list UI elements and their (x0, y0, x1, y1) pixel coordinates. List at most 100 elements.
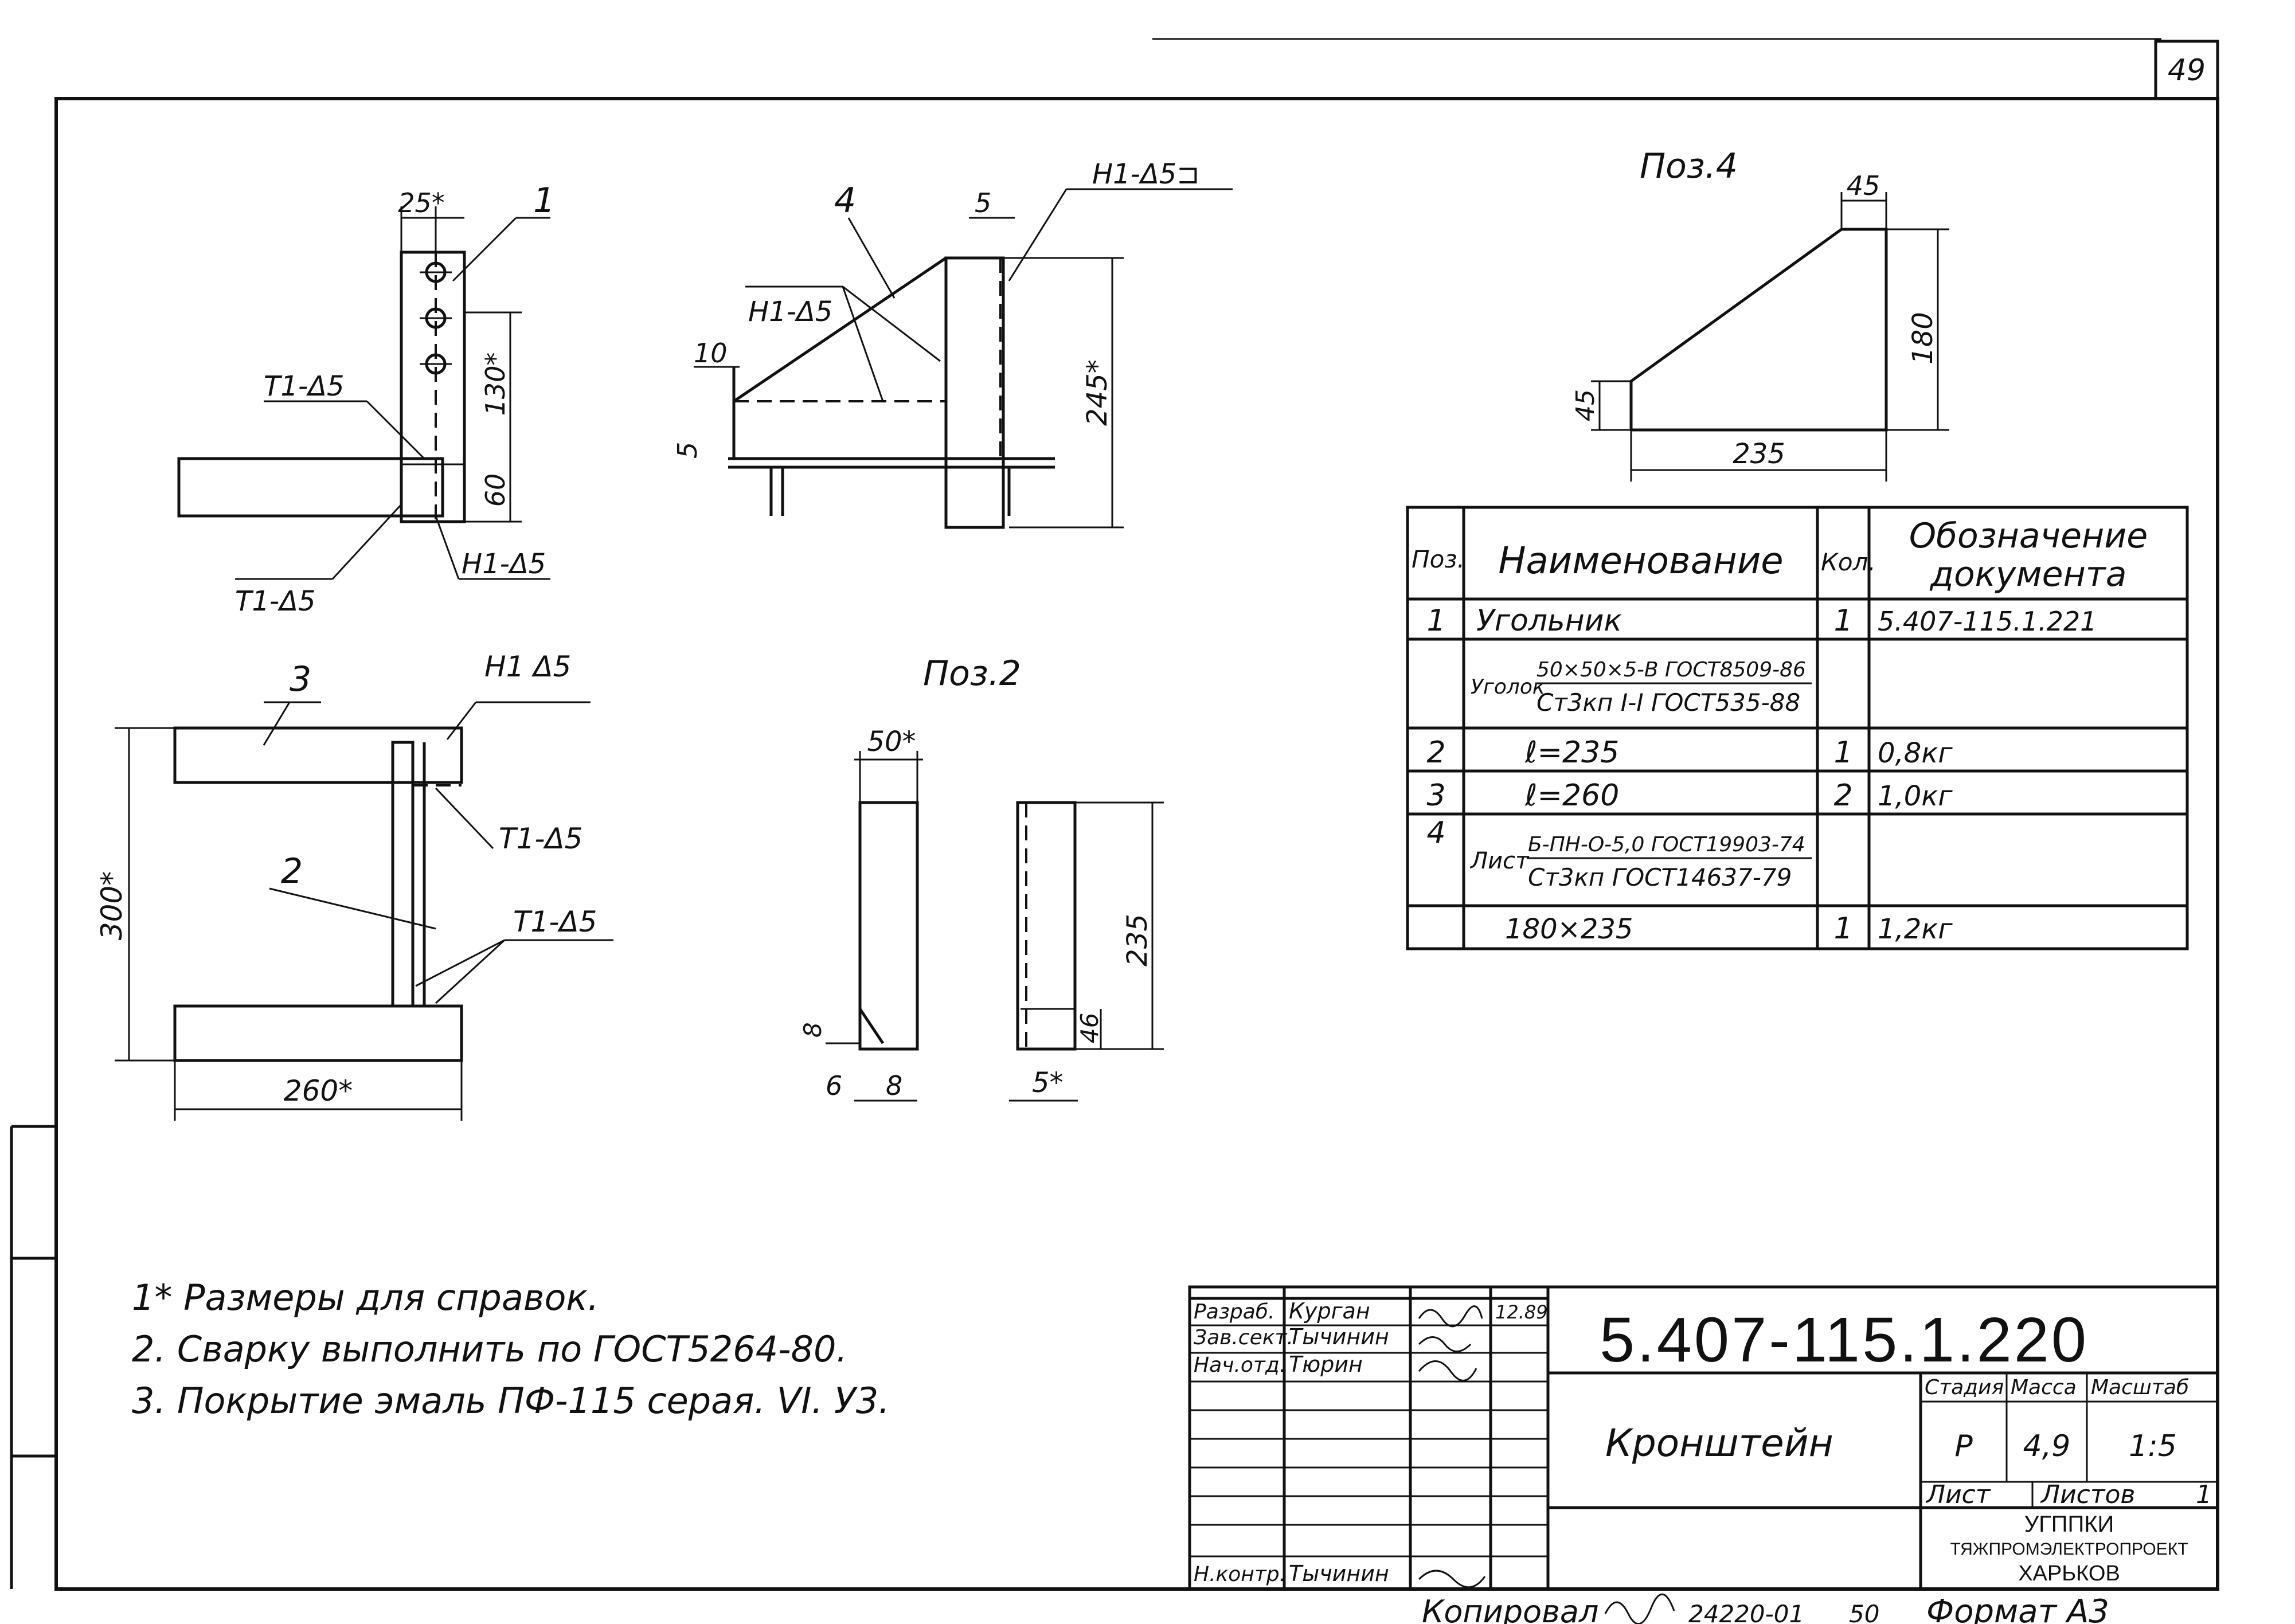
main-frame (54, 97, 2219, 1591)
dim-8b: 8 (886, 1070, 902, 1101)
tb-sheets: 1 (2196, 1480, 2212, 1509)
bom-header-name: Наименование (1498, 540, 1783, 582)
bom-header-pos: Поз. (1412, 545, 1465, 573)
dim-25: 25* (398, 187, 445, 218)
leader (331, 503, 402, 580)
leader (847, 217, 896, 299)
bom-row5-line2: Ст3кп ГОСТ14637-79 (1528, 863, 1792, 891)
pos2-plate-side (858, 801, 919, 1051)
pos2-plate-front (1016, 801, 1077, 1051)
signature-2 (1418, 1336, 1472, 1352)
drawing-number: 5.407-115.1.220 (1600, 1305, 2089, 1375)
bom-header-doc-1: Обозначение (1909, 516, 2148, 556)
dim-245: 245* (1081, 359, 1113, 426)
gusset-edge (733, 256, 947, 403)
view-assembly-front: 245* 5 10 5 4 Н1-Δ5 Н1-Δ5⊐ (672, 158, 1233, 529)
footer-order: 24220-01 (1688, 1600, 1804, 1624)
p4-dim-235: 235 (1733, 438, 1785, 470)
tb-name-1: Курган (1289, 1298, 1370, 1324)
bom-row3-doc: 0,8кг (1878, 737, 1953, 769)
bom-row6-doc: 1,2кг (1878, 913, 1953, 945)
tb-org-1: УГППКИ (2024, 1512, 2114, 1537)
bom-row1-doc: 5.407-115.1.221 (1878, 606, 2097, 637)
signature-3 (1418, 1360, 1477, 1382)
weld-t1-label-3: Т1-Δ5 (499, 822, 582, 855)
dim-60: 60 (480, 473, 511, 507)
tb-org-3: ХАРЬКОВ (2018, 1562, 2120, 1586)
tb-role-1: Разраб. (1194, 1300, 1274, 1324)
note-3: 3. Покрытие эмаль ПФ-115 серая. VI. У3. (132, 1380, 890, 1422)
dim-5-left: 5 (672, 442, 703, 459)
tb-stage: Р (1954, 1429, 1973, 1463)
signature-4 (1418, 1570, 1486, 1588)
leader (435, 515, 460, 580)
dim-6: 6 (826, 1070, 842, 1101)
leader (435, 787, 494, 850)
note-1: 1* Размеры для справок. (132, 1277, 599, 1318)
dim-8: 8 (799, 1022, 827, 1038)
leader (842, 286, 884, 402)
bom-row2-line1: 50×50×5-В ГОСТ8509-86 (1536, 658, 1806, 682)
pos-1-label: 1 (533, 181, 555, 221)
gusset-outline (1629, 228, 1888, 432)
angle-plate (400, 251, 466, 523)
bom-row5-line1: Б-ПН-О-5,0 ГОСТ19903-74 (1528, 833, 1805, 856)
leader (435, 939, 506, 1004)
tb-sheets-label: Листов (2040, 1480, 2135, 1509)
tb-role-3: Нач.отд. (1194, 1353, 1286, 1377)
weld-t1-label: Т1-Δ5 (264, 370, 345, 402)
pos4-title: Поз.4 (1640, 146, 1738, 186)
pos-3-label: 3 (290, 659, 311, 699)
weld-t1-label-4: Т1-Δ5 (513, 905, 597, 938)
angle-section (944, 256, 1005, 529)
leader (269, 887, 436, 930)
note-2: 2. Сварку выполнить по ГОСТ5264-80. (132, 1328, 847, 1370)
weld-t1-label-2: Т1-Δ5 (235, 585, 316, 617)
tb-role-2: Зав.сект. (1194, 1326, 1293, 1349)
bom-row4-qty: 2 (1833, 778, 1852, 813)
pos3-lower (173, 1004, 463, 1062)
tb-scale-label: Масштаб (2091, 1376, 2189, 1399)
footer-copied: Копировал (1422, 1594, 1599, 1624)
bom-row6-qty: 1 (1833, 911, 1852, 946)
dim-130: 130* (480, 353, 511, 416)
notes: 1* Размеры для справок. 2. Сварку выполн… (132, 1277, 890, 1422)
p4-dim-45-top: 45 (1847, 170, 1880, 201)
bom-row4-name: ℓ=260 (1524, 778, 1619, 813)
dim-5-star: 5* (1032, 1067, 1064, 1099)
footer-format: Формат А3 (1926, 1593, 2109, 1624)
p4-dim-45-left: 45 (1571, 389, 1600, 421)
tb-sheet-label: Лист (1925, 1480, 1991, 1509)
bom-header-doc-2: документа (1929, 554, 2126, 594)
bom-row4-pos: 3 (1426, 778, 1445, 813)
bom-row5-pos: 4 (1426, 816, 1445, 850)
tb-date-1: 12.89 (1495, 1301, 1548, 1323)
copier-signature (1604, 1593, 1675, 1624)
chamfer (858, 1008, 885, 1044)
bom-row1-qty: 1 (1833, 604, 1852, 638)
leader (452, 217, 517, 282)
footer: Копировал 24220-01 50 Формат А3 (1422, 1593, 2109, 1624)
bom-row3-qty: 1 (1833, 735, 1852, 770)
dim-235-vertical: 235 (1121, 914, 1154, 966)
pos2-plate (391, 741, 415, 1008)
tb-mass: 4,9 (2023, 1429, 2071, 1463)
bom-row6-name: 180×235 (1505, 913, 1633, 945)
view-pos4-detail: Поз.4 45 180 45 235 (1571, 146, 1949, 482)
bom-row1-name: Угольник (1476, 604, 1622, 638)
leader (263, 702, 291, 746)
dim-46: 46 (1076, 1013, 1104, 1043)
pos3-upper (173, 726, 463, 784)
bom-row1-pos: 1 (1426, 604, 1445, 638)
bom-row3-name: ℓ=235 (1524, 735, 1619, 770)
weld-h1-label-2: Н1-Δ5 (748, 296, 832, 328)
dim-50: 50* (867, 726, 916, 758)
tb-scale: 1:5 (2129, 1429, 2177, 1463)
tb-name-2: Тычинин (1289, 1324, 1389, 1349)
tb-org-2: ТЯЖПРОМЭЛЕКТРОПРОЕКТ (1950, 1540, 2188, 1559)
item-title: Кронштейн (1605, 1421, 1833, 1465)
sheet-number: 49 (2168, 53, 2206, 88)
tb-name-4: Тычинин (1289, 1561, 1389, 1586)
